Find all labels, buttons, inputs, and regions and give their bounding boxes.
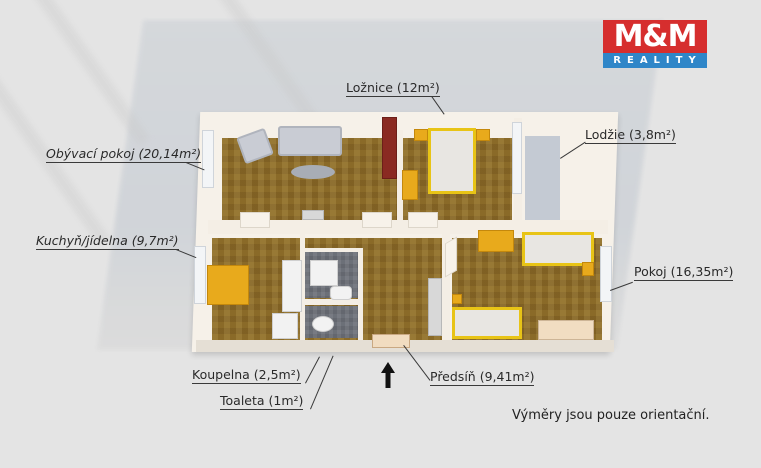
double-bed (428, 128, 476, 194)
wardrobe (382, 117, 397, 179)
nightstand (476, 129, 490, 141)
door[interactable] (362, 212, 392, 228)
interior-wall (305, 248, 363, 252)
single-bed (452, 307, 522, 339)
arrow-up-icon (381, 362, 395, 388)
window (600, 246, 612, 302)
chair (302, 210, 324, 220)
window (512, 122, 522, 194)
interior-wall (397, 130, 403, 222)
toilet (312, 316, 334, 332)
nightstand (582, 262, 594, 276)
shower (310, 260, 338, 286)
sofa (278, 126, 342, 156)
label-obyvaci-pokoj: Obývací pokoj (20,14m²) (46, 146, 202, 163)
label-lodzie: Lodžie (3,8m²) (585, 127, 676, 144)
nightstand (452, 294, 462, 304)
cabinet (478, 230, 514, 252)
dining-table (207, 265, 249, 305)
label-koupelna: Koupelna (2,5m²) (192, 367, 301, 384)
window (202, 130, 214, 188)
door[interactable] (445, 236, 457, 278)
label-pokoj: Pokoj (16,35m²) (634, 264, 734, 281)
kitchen-counter (282, 260, 302, 312)
interior-wall (305, 299, 360, 305)
single-bed (522, 232, 594, 266)
sink (330, 286, 352, 300)
coffee-table (291, 165, 335, 179)
door[interactable] (408, 212, 438, 228)
interior-wall (300, 232, 305, 340)
fridge (272, 313, 298, 339)
label-toaleta: Toaleta (1m²) (220, 393, 304, 410)
interior-wall (358, 248, 363, 340)
label-kuchyn: Kuchyň/jídelna (9,7m²) (36, 233, 179, 250)
door[interactable] (240, 212, 270, 228)
logo-bottom: REALITY (603, 53, 707, 68)
label-predsin: Předsíň (9,41m²) (430, 369, 535, 386)
desk (538, 320, 594, 340)
logo-top: M&M (603, 20, 707, 53)
window (194, 246, 206, 304)
dresser (402, 170, 418, 200)
hall-cabinet (428, 278, 442, 336)
entrance-door[interactable] (372, 334, 410, 348)
nightstand (414, 129, 428, 141)
room-lodzie-floor (525, 136, 560, 220)
label-loznice: Ložnice (12m²) (346, 80, 440, 97)
mm-reality-logo: M&M REALITY (603, 20, 707, 69)
disclaimer-note: Výměry jsou pouze orientační. (512, 408, 710, 423)
interior-wall (442, 232, 450, 340)
